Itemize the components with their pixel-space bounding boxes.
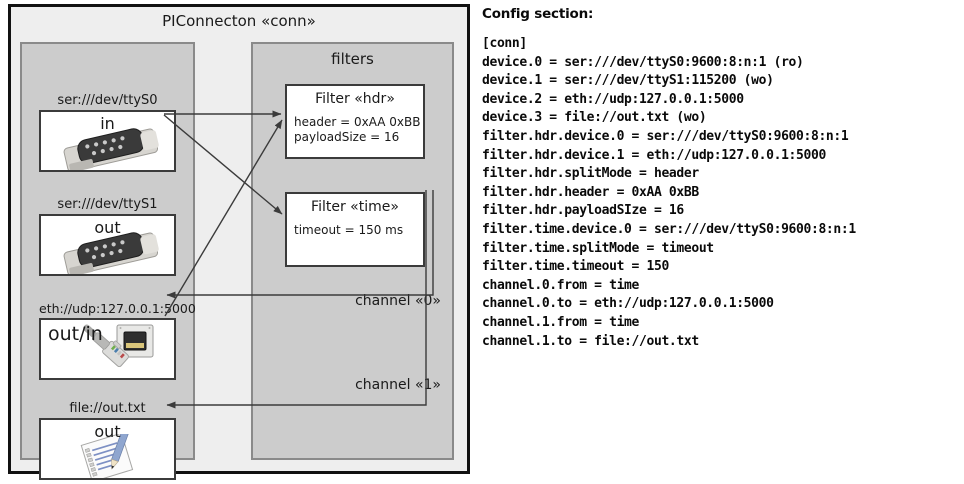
- device-direction-ttyS0: in: [100, 114, 115, 133]
- filter-prop: timeout = 150 ms: [294, 223, 404, 237]
- channel-label-1: channel «1»: [355, 377, 441, 393]
- device-direction-eth: out/in: [48, 323, 103, 345]
- channel-label-0: channel «0»: [355, 293, 441, 309]
- filter-box-hdr[interactable]: Filter «hdr» header = 0xAA 0xBB payloadS…: [285, 84, 425, 159]
- config-heading: Config section:: [482, 6, 594, 22]
- config-section: Config section: [conn] device.0 = ser://…: [482, 6, 960, 351]
- device-label-eth: eth://udp:127.0.0.1:5000: [39, 301, 196, 316]
- filter-prop: header = 0xAA 0xBB: [294, 115, 421, 129]
- device-label-ttyS0: ser:///dev/ttyS0: [57, 93, 158, 108]
- device-entry-ttyS1[interactable]: ser:///dev/ttyS1 out: [39, 196, 176, 276]
- device-box-eth[interactable]: out/in: [39, 318, 176, 380]
- device-entry-file[interactable]: file://out.txt out: [39, 400, 176, 480]
- device-box-file[interactable]: out: [39, 418, 176, 480]
- filters-panel: filters Filter «hdr» header = 0xAA 0xBB …: [251, 42, 454, 460]
- device-entry-ttyS0[interactable]: ser:///dev/ttyS0 in: [39, 92, 176, 172]
- device-label-file: file://out.txt: [69, 401, 146, 416]
- filters-panel-title: filters: [331, 50, 374, 68]
- filter-title-hdr: Filter «hdr»: [315, 91, 395, 107]
- device-box-ttyS1[interactable]: out: [39, 214, 176, 276]
- config-body-text: [conn] device.0 = ser:///dev/ttyS0:9600:…: [482, 36, 856, 349]
- text-file-pencil-icon: [80, 434, 134, 478]
- diagram-title: PIConnecton «conn»: [162, 12, 316, 30]
- device-direction-file: out: [94, 422, 121, 441]
- device-label-ttyS1: ser:///dev/ttyS1: [57, 197, 158, 212]
- filter-title-time: Filter «time»: [311, 199, 399, 215]
- filter-props-time: timeout = 150 ms: [287, 223, 423, 238]
- serial-db9-icon: [63, 128, 159, 170]
- device-direction-ttyS1: out: [94, 218, 121, 237]
- serial-db9-icon: [63, 232, 159, 274]
- filter-box-time[interactable]: Filter «time» timeout = 150 ms: [285, 192, 425, 267]
- device-box-ttyS0[interactable]: in: [39, 110, 176, 172]
- devices-panel: ser:///dev/ttyS0 in: [20, 42, 196, 480]
- filter-props-hdr: header = 0xAA 0xBB payloadSize = 16: [287, 115, 423, 145]
- filter-prop: payloadSize = 16: [294, 130, 400, 144]
- pi-connection-diagram: PIConnecton «conn» ser:///dev/ttyS0 in: [8, 4, 470, 480]
- ethernet-plug-icon: [83, 324, 154, 368]
- device-entry-eth[interactable]: eth://udp:127.0.0.1:5000 out/in: [39, 300, 196, 380]
